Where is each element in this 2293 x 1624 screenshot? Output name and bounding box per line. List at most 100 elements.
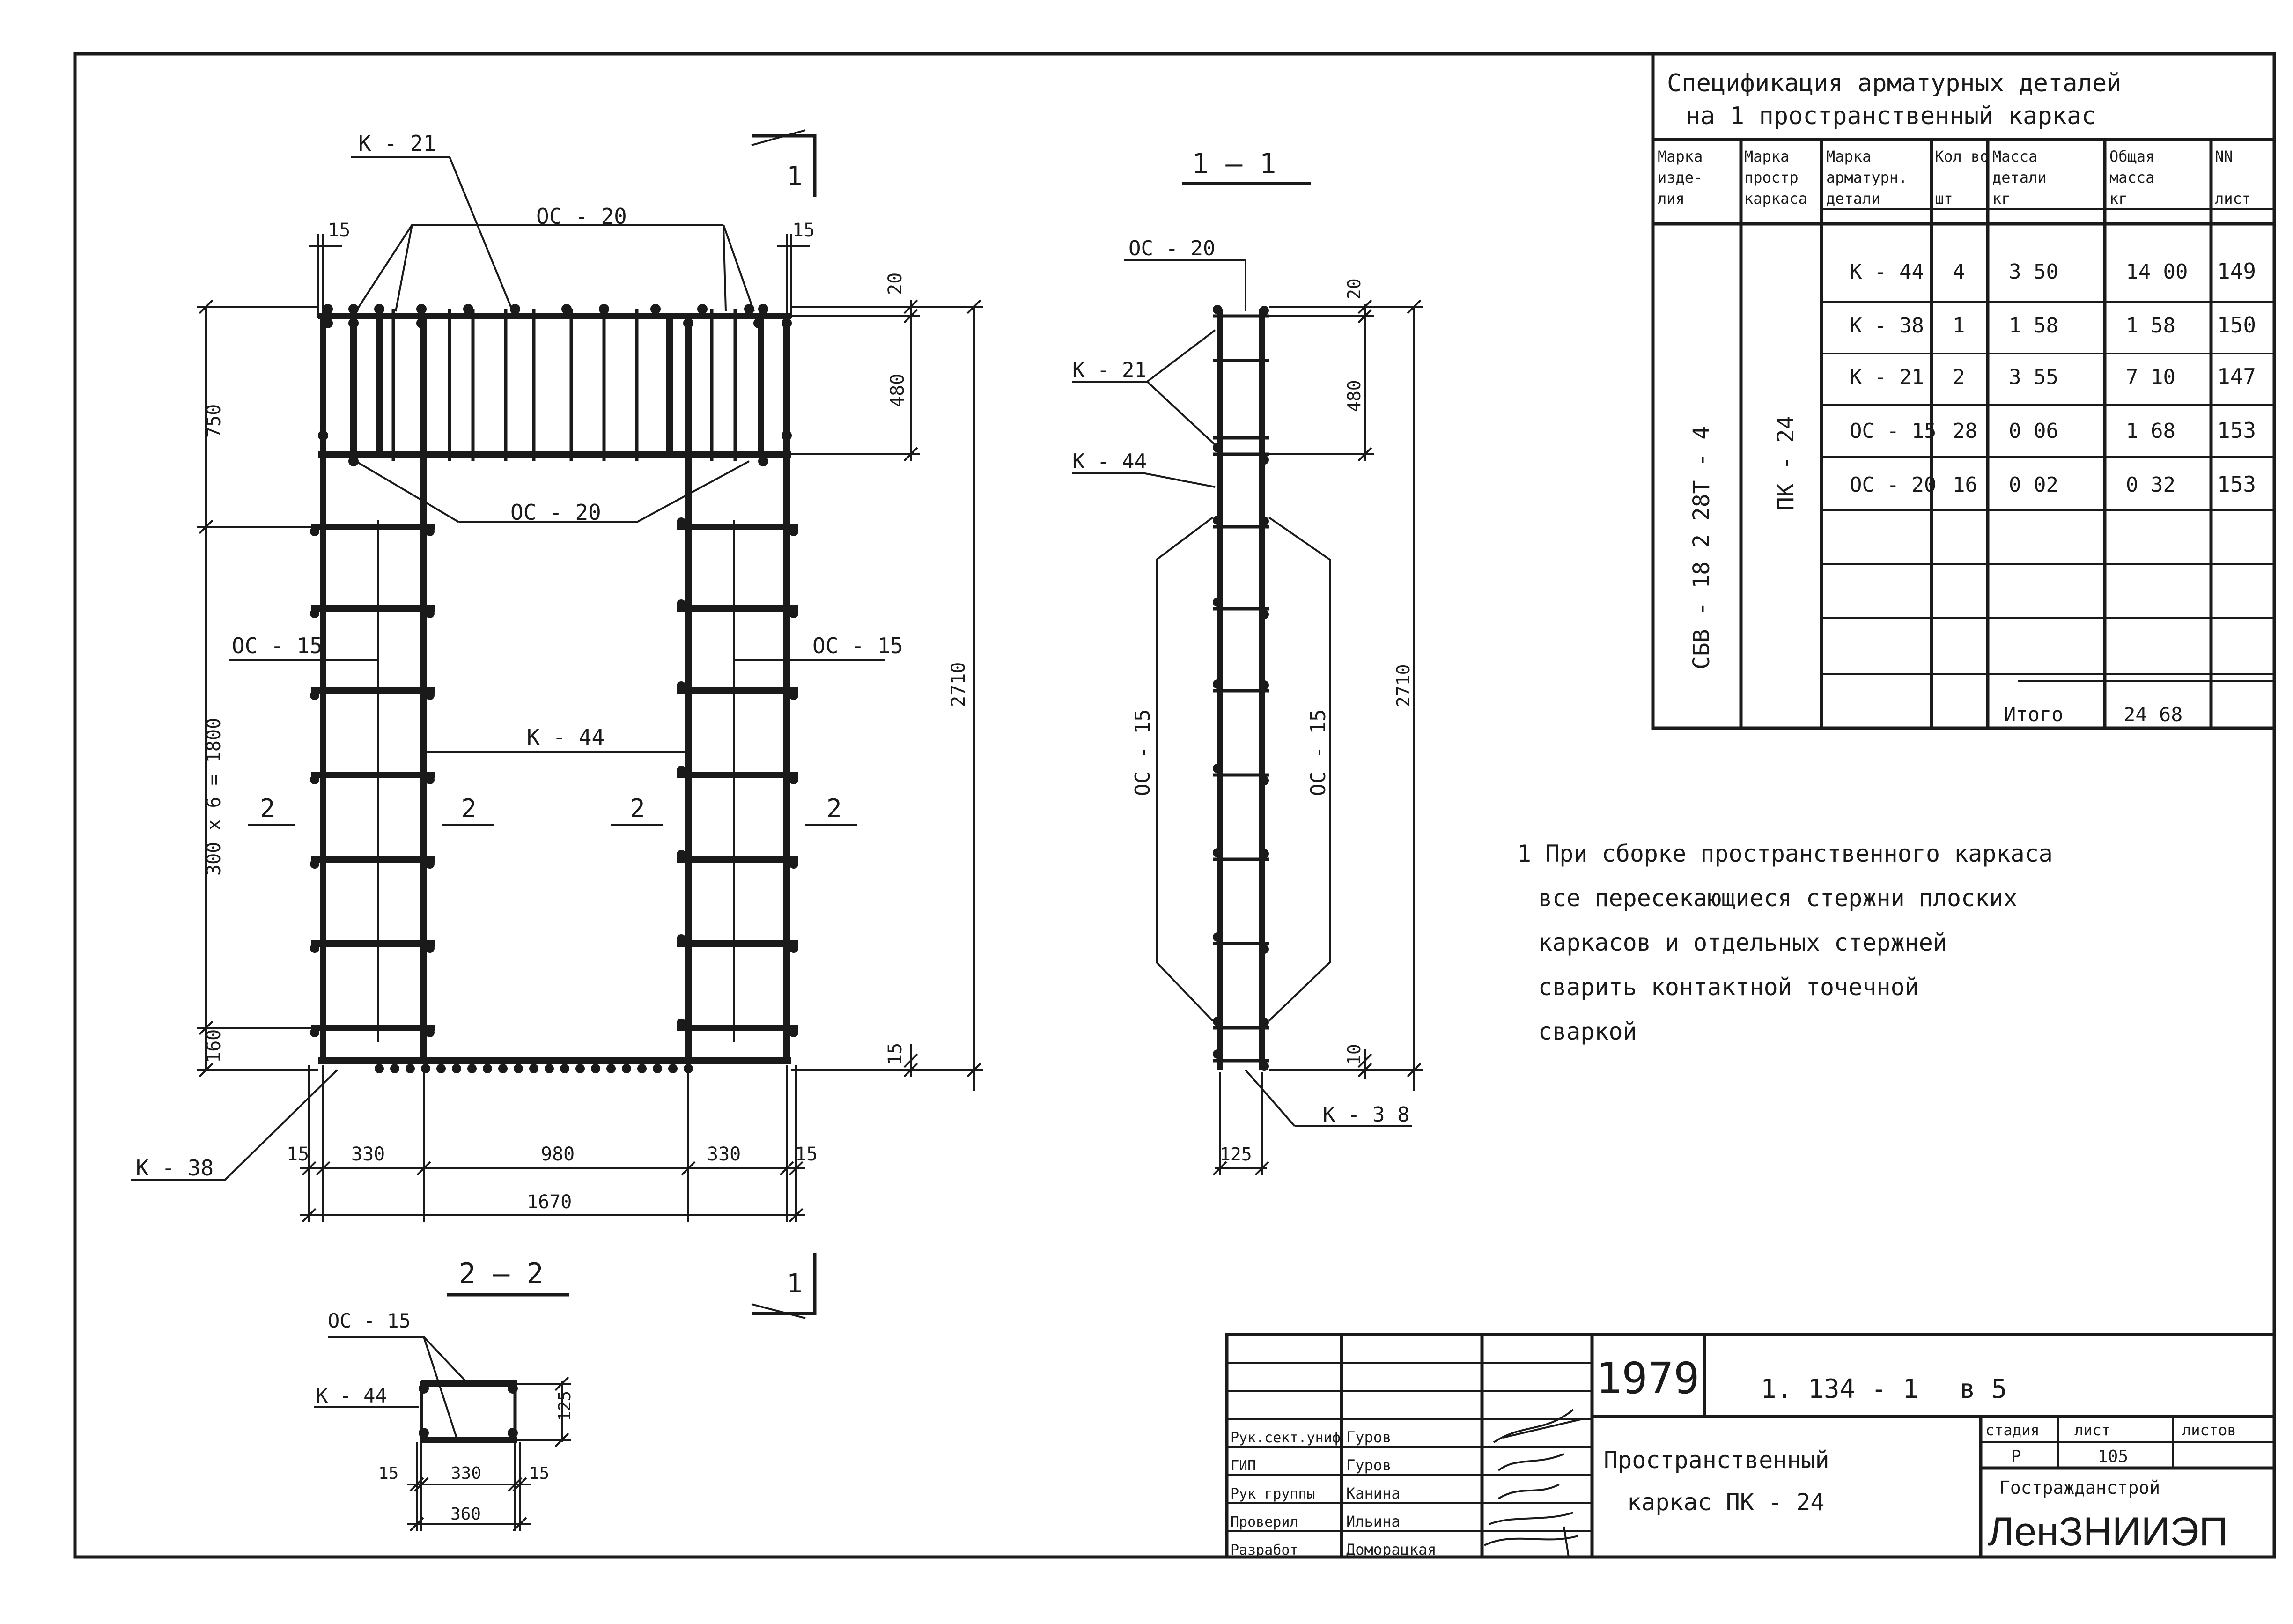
dim-tick bbox=[1357, 309, 1372, 324]
bar-dot bbox=[1260, 610, 1269, 619]
staff-name: Доморацкая bbox=[1346, 1541, 1437, 1558]
s11-label-k44: К - 44 bbox=[1072, 450, 1147, 473]
stage-label: стадия bbox=[1985, 1421, 2040, 1439]
sheets-label: листов bbox=[2182, 1421, 2236, 1439]
leader-line bbox=[723, 224, 755, 312]
spec-cell-sheet: 150 bbox=[2217, 312, 2256, 338]
dim-15-top-right: 15 bbox=[792, 220, 815, 241]
s22-label-oc15: ОС - 15 bbox=[328, 1309, 411, 1332]
staff-role: Рук.сект.униф bbox=[1231, 1430, 1341, 1446]
bar-dot bbox=[425, 691, 435, 700]
dim-tick bbox=[789, 1161, 804, 1176]
dim-tick bbox=[903, 1053, 918, 1068]
spec-cell-sheet: 153 bbox=[2217, 418, 2256, 443]
dim-tick bbox=[1357, 447, 1372, 462]
sheet-value: 105 bbox=[2098, 1447, 2128, 1466]
dim-tick bbox=[409, 1517, 424, 1532]
note-line: каркасов и отдельных стержней bbox=[1538, 929, 1947, 956]
spec-header-cell: кг bbox=[2109, 190, 2128, 207]
dim-tick bbox=[512, 1477, 527, 1492]
staff-name: Гуров bbox=[1346, 1456, 1391, 1474]
title-name-line-2: каркас ПК - 24 bbox=[1627, 1489, 1824, 1516]
spec-header-cell: кг bbox=[1992, 190, 2011, 207]
spec-header-cell: каркаса bbox=[1744, 190, 1807, 207]
dim-tick bbox=[508, 1477, 523, 1492]
bar-dot bbox=[677, 1019, 686, 1028]
dim-tick bbox=[789, 1208, 804, 1223]
bar-dot bbox=[390, 1064, 399, 1073]
bar-dot bbox=[467, 1064, 477, 1073]
title-year: 1979 bbox=[1596, 1353, 1700, 1403]
dim-tick bbox=[199, 1063, 214, 1078]
section-mark: 2 bbox=[826, 794, 842, 823]
bar-dot bbox=[606, 1064, 616, 1073]
dim-tick bbox=[414, 1477, 429, 1492]
dim-15-top-left: 15 bbox=[328, 220, 350, 241]
dim-tick bbox=[779, 1161, 794, 1176]
section-1-1-title: 1 — 1 bbox=[1192, 148, 1276, 180]
spec-cell-sheet: 147 bbox=[2217, 364, 2256, 389]
bar-dot bbox=[1260, 680, 1269, 690]
dim-160: 160 bbox=[203, 1029, 225, 1063]
leader-line bbox=[723, 224, 727, 312]
bar-dot bbox=[419, 1383, 429, 1394]
label-oc15-right: ОС - 15 bbox=[812, 633, 903, 658]
bar-dot bbox=[348, 456, 359, 466]
spec-cell-mark: К - 21 bbox=[1850, 365, 1924, 389]
bar-dot bbox=[1260, 849, 1269, 858]
dim-tick bbox=[199, 299, 214, 314]
bar-dot bbox=[508, 1383, 518, 1394]
bar-dot bbox=[637, 1064, 647, 1073]
bar-dot bbox=[310, 944, 319, 953]
bar-dot bbox=[591, 1064, 600, 1073]
note-line: сварить контактной точечной bbox=[1538, 974, 1919, 1001]
s11-dim-10: 10 bbox=[1344, 1044, 1364, 1065]
spec-headers: Маркаизде-лияМаркапростркаркасаМаркаарма… bbox=[1658, 148, 2251, 207]
dim-tick bbox=[966, 299, 981, 314]
note-line: все пересекающиеся стержни плоских bbox=[1538, 885, 2018, 912]
dim-tick bbox=[1357, 1053, 1372, 1068]
leader-line bbox=[1146, 329, 1216, 383]
title-name-line-1: Пространственный bbox=[1604, 1447, 1829, 1474]
section-mark: 2 bbox=[260, 794, 275, 823]
cut-mark-top: 1 bbox=[751, 129, 817, 197]
spec-cell-mark: ОС - 20 bbox=[1850, 473, 1936, 497]
dim-750: 750 bbox=[203, 404, 225, 438]
s22-dim-330: 330 bbox=[451, 1464, 481, 1483]
dim-15-b-right: 15 bbox=[795, 1144, 818, 1165]
elevation-dimensions: 15 15 20 480 750 300 x 6 = 1800 160 15 2… bbox=[203, 220, 969, 1213]
bar-dot bbox=[1213, 764, 1222, 773]
bar-dot bbox=[310, 691, 319, 700]
dim-tick bbox=[554, 1376, 569, 1391]
dim-tick bbox=[1357, 1063, 1372, 1078]
section-2-2-title: 2 — 2 bbox=[459, 1257, 544, 1290]
bar-dot bbox=[1260, 1018, 1269, 1027]
bar-dot bbox=[348, 304, 359, 314]
assembly-note: 1 При сборке пространственного каркаса в… bbox=[1517, 840, 2053, 1045]
bar-dot bbox=[425, 609, 435, 618]
s11-label-k38: К - 3 8 bbox=[1323, 1103, 1409, 1127]
dim-tick bbox=[1212, 1161, 1227, 1176]
dim-tick bbox=[1407, 299, 1422, 314]
dim-20: 20 bbox=[885, 273, 906, 295]
leader-line bbox=[224, 1069, 338, 1181]
bar-dot bbox=[421, 1064, 430, 1073]
spec-cell-total: 7 10 bbox=[2126, 365, 2175, 389]
bar-dot bbox=[1213, 443, 1222, 452]
bar-dot bbox=[406, 1064, 415, 1073]
bar-dot bbox=[323, 318, 333, 328]
section-mark: 2 bbox=[461, 794, 477, 823]
dim-1800: 300 x 6 = 1800 bbox=[203, 718, 225, 876]
bar-dot bbox=[789, 859, 798, 869]
spec-cell-mass: 0 06 bbox=[2009, 419, 2058, 443]
staff-name: Канина bbox=[1346, 1484, 1401, 1502]
dim-tick bbox=[302, 1161, 317, 1176]
elevation-labels: К - 21 ОС - 20 ОС - 20 ОС - 15 ОС - 15 К… bbox=[136, 131, 903, 1181]
dim-tick bbox=[903, 447, 918, 462]
dim-tick bbox=[199, 1020, 214, 1035]
bar-dot bbox=[498, 1064, 508, 1073]
spec-cell-mass: 3 55 bbox=[2009, 365, 2058, 389]
spec-cell-total: 1 68 bbox=[2126, 419, 2175, 443]
